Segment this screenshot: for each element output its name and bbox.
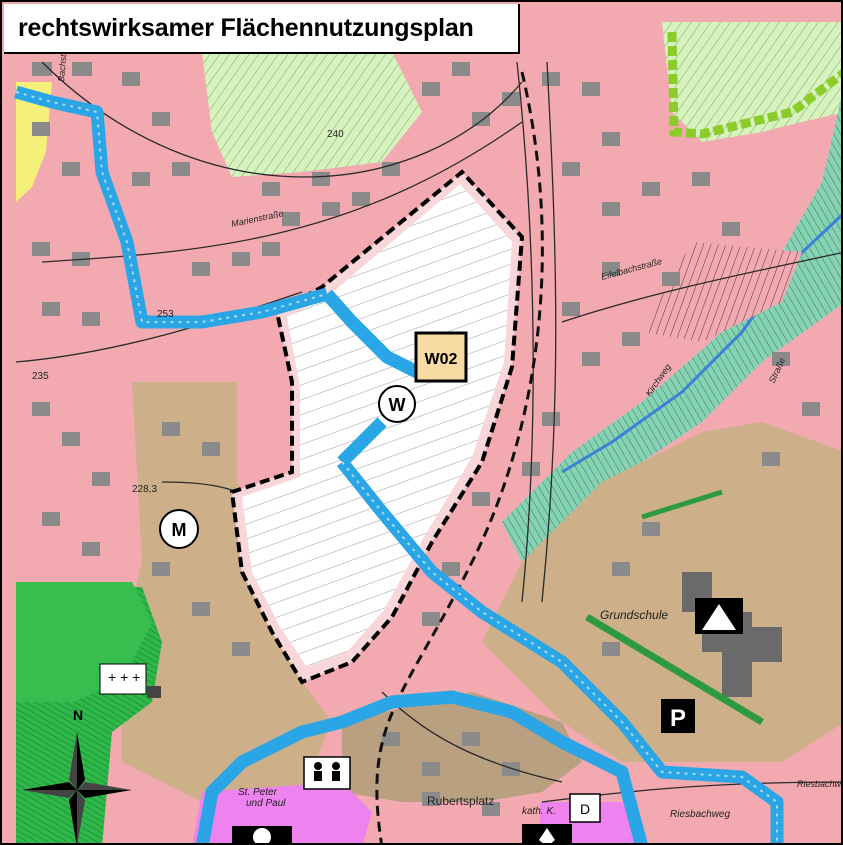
stream-corridor [502, 99, 841, 562]
residential-zone-label: W [389, 395, 406, 415]
plan-code-box[interactable] [414, 331, 468, 383]
residential-zone-symbol[interactable] [378, 385, 416, 423]
label-ruberts-line2: kath. K. [522, 806, 556, 817]
title-box: rechtswirksamer Flächennutzungsplan [4, 4, 520, 54]
label-church-line2: und Paul [246, 798, 286, 809]
north-label: N [73, 707, 83, 723]
mixed-use-area-west [122, 382, 332, 802]
public-facility-tag[interactable] [569, 793, 601, 823]
mixed-zone-symbol[interactable] [159, 509, 199, 549]
school-green-strip [585, 613, 764, 726]
label-school-road: Riesbachweg [670, 809, 730, 820]
public-facility-tag-label: D [580, 801, 590, 817]
label-ruberts-line1: Rubertsplatz [427, 794, 494, 808]
railway-line [375, 71, 544, 843]
elevation-240: 240 [327, 129, 344, 140]
children-icon [314, 762, 340, 781]
elevation-253: 253 [157, 309, 174, 320]
parking-label: P [670, 705, 686, 732]
kindergarten-symbol[interactable] [303, 756, 351, 790]
plan-code-label: W02 [425, 351, 458, 368]
label-church-line1: St. Peter [238, 787, 278, 798]
hatched-area [642, 242, 802, 342]
green-arrow [641, 489, 723, 520]
cemetery-symbol[interactable] [99, 663, 147, 695]
cemetery-building [147, 686, 161, 698]
facility-cross-icon [539, 828, 555, 843]
label-bachstrasse: Bachstr. [56, 49, 69, 82]
label-school: Grundschule [600, 608, 668, 622]
elevation-228: 228,3 [132, 484, 157, 495]
elevation-235: 235 [32, 371, 49, 382]
green-boundary [667, 31, 841, 139]
plan-area-boundary [229, 169, 525, 685]
cemetery-cross-icon: + + + [108, 669, 140, 685]
mixed-zone-label: M [172, 520, 187, 540]
map-title: rechtswirksamer Flächennutzungsplan [18, 14, 474, 42]
parking-symbol[interactable] [661, 699, 695, 733]
water-courses [14, 85, 784, 843]
school-building [682, 572, 782, 697]
green-space-upper [202, 52, 422, 177]
school-triangle-icon [702, 604, 736, 630]
church-dome-icon [253, 828, 271, 843]
buildings [32, 62, 820, 816]
label-riesbachweg: Riesbachweg [797, 779, 843, 789]
yellow-area [16, 82, 52, 202]
north-arrow-icon [22, 732, 132, 843]
